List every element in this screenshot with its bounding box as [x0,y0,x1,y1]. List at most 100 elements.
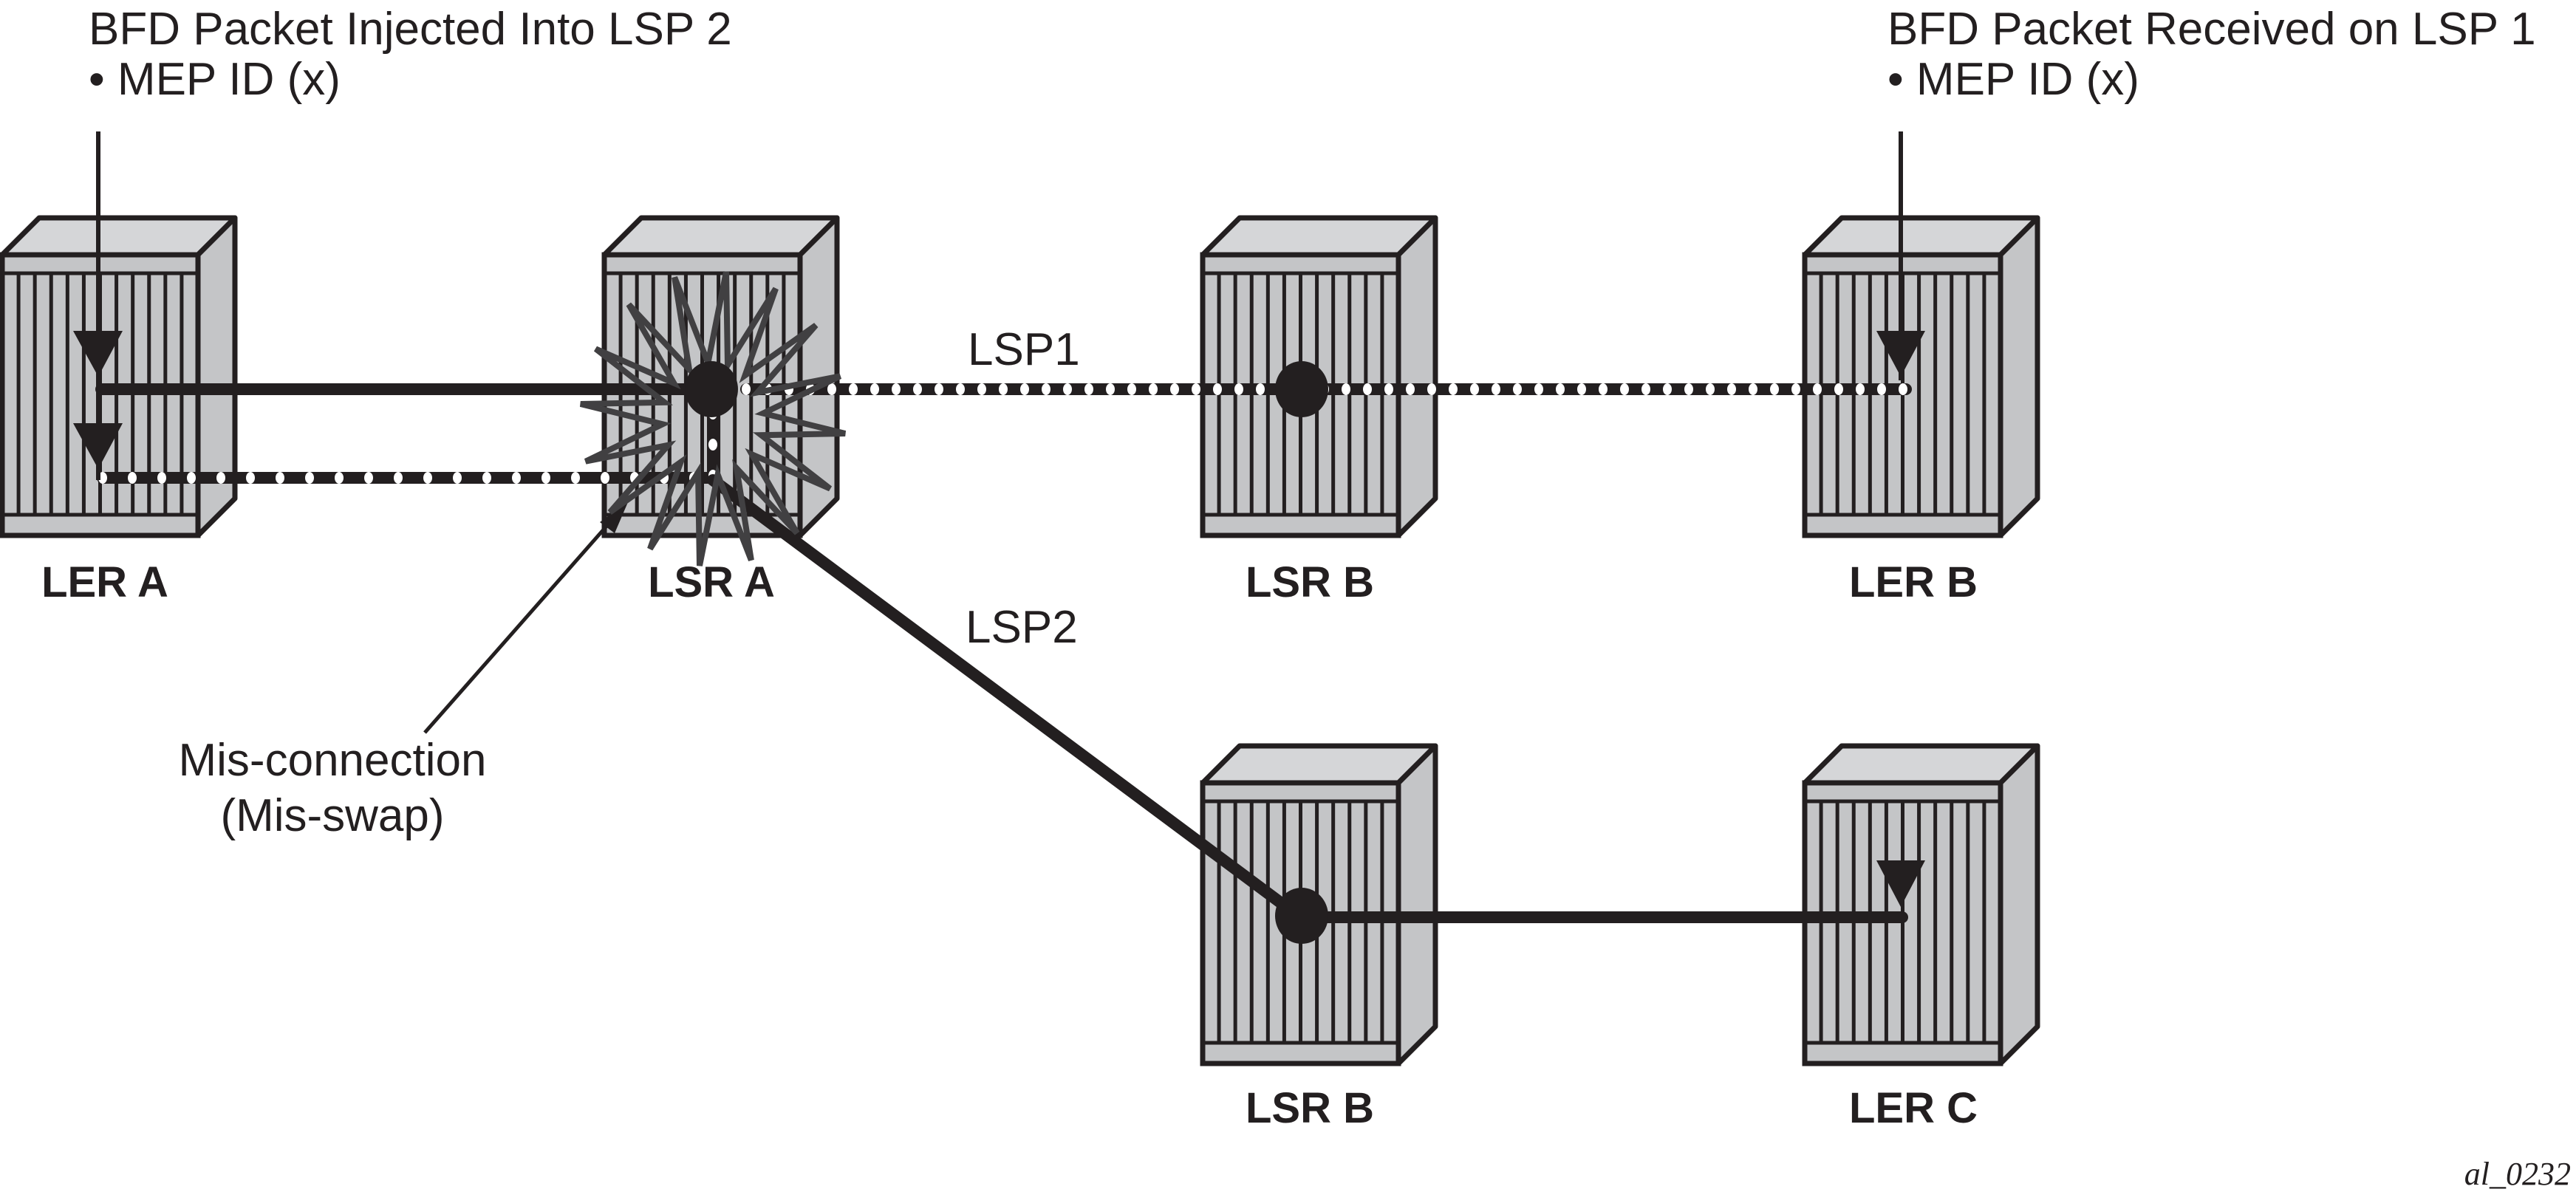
lsr-a-dot [685,361,738,417]
link-dot [935,383,943,395]
router-ler-a [0,215,238,538]
mark-layer [73,131,1925,944]
received-title: BFD Packet Received on LSP 1 [1887,4,2536,55]
link-dot [128,472,137,484]
injected-bullet: • MEP ID (x) [89,54,341,105]
lsp2-label: LSP2 [966,602,1078,653]
link-dot [956,383,965,395]
link-dot [1106,383,1115,395]
link-dot [1449,383,1458,395]
lsr-b-top-dot [1275,361,1328,417]
link-dot [1791,383,1800,395]
lsp2-link-ler-a-lsr-a [97,472,715,484]
link-dot [1427,383,1436,395]
router-ler-b [1802,215,2040,538]
link-dot [913,383,922,395]
lsp1-label: LSP1 [968,324,1080,375]
link-dot [1256,383,1265,395]
link-dot [1470,383,1479,395]
link-dot [364,472,373,484]
link-dot [1770,383,1779,395]
link-dot [157,472,166,484]
chassis-side [195,215,238,538]
link-dot [482,472,491,484]
node-label-ler-a: LER A [41,558,168,606]
chassis-side [1998,215,2040,538]
misswap-label: (Mis-swap) [220,790,444,841]
node-label-lsr-a: LSR A [648,558,775,606]
router-ler-c [1802,743,2040,1066]
link-dot [453,472,462,484]
link-dot [601,472,609,484]
link-dot [541,472,550,484]
receive-arrowhead-icon [1876,331,1925,377]
link-dot [999,383,1008,395]
node-label-lsr-b-top: LSR B [1246,558,1374,606]
link-dot [1834,383,1843,395]
link-dot [1813,383,1822,395]
misconnection-burst [579,271,847,566]
link-dot [1513,383,1522,395]
link-dot [1170,383,1179,395]
link-dot [1706,383,1715,395]
link-dot [1213,383,1222,395]
link-dot [1856,383,1865,395]
received-bullet: • MEP ID (x) [1887,54,2139,105]
link-layer [95,383,1912,923]
chassis-side [1395,215,1438,538]
link-dot [708,439,717,451]
link-dot [1534,383,1543,395]
lsr-b-bottom-dot [1275,888,1328,944]
figure-id: al_0232 [2464,1156,2571,1192]
link-dot [1127,383,1136,395]
link-dot [1556,383,1565,395]
node-label-lsr-b-bottom: LSR B [1246,1084,1374,1132]
misconnection-arrowhead [600,502,628,533]
chassis-side [1998,743,2040,1066]
link-dot [276,472,284,484]
link-dot [187,472,196,484]
link-dot [423,472,432,484]
link-dot [892,383,901,395]
node-label-ler-c: LER C [1849,1084,1978,1132]
link-dot [1492,383,1500,395]
link-dot [1192,383,1200,395]
link-dot [1084,383,1093,395]
link-dot [335,472,344,484]
link-dot [246,472,255,484]
link-dot [1599,383,1608,395]
link-dot [571,472,580,484]
link-dot [1877,383,1886,395]
link-dot [1620,383,1629,395]
link-dot [827,383,836,395]
link-dot [849,383,858,395]
link-dot [1749,383,1757,395]
link-dot [305,472,314,484]
link-dot [870,383,879,395]
link-dot [1684,383,1693,395]
link-dot [216,472,225,484]
link-dot [512,472,521,484]
link-dot [1342,383,1350,395]
link-dot [977,383,986,395]
inject-arrowhead-2-icon [73,423,123,469]
link-dot [1406,383,1415,395]
link-dot [1727,383,1736,395]
link-dot [1149,383,1158,395]
link-dot [1641,383,1650,395]
burst-star [579,271,847,566]
injected-title: BFD Packet Injected Into LSP 2 [89,4,732,55]
link-dot [394,472,403,484]
lsp2-link-lsr-a-lsr-b [707,474,1306,923]
link-dot [1384,383,1393,395]
link-dot [1363,383,1372,395]
chassis-side [1395,743,1438,1066]
misconnection-pointer [423,515,616,734]
link-dot [1663,383,1672,395]
link-dot [1020,383,1029,395]
node-label-ler-b: LER B [1849,558,1978,606]
inject-arrowhead-1-icon [73,331,123,377]
link-dot [1063,383,1072,395]
link-dot [1234,383,1243,395]
